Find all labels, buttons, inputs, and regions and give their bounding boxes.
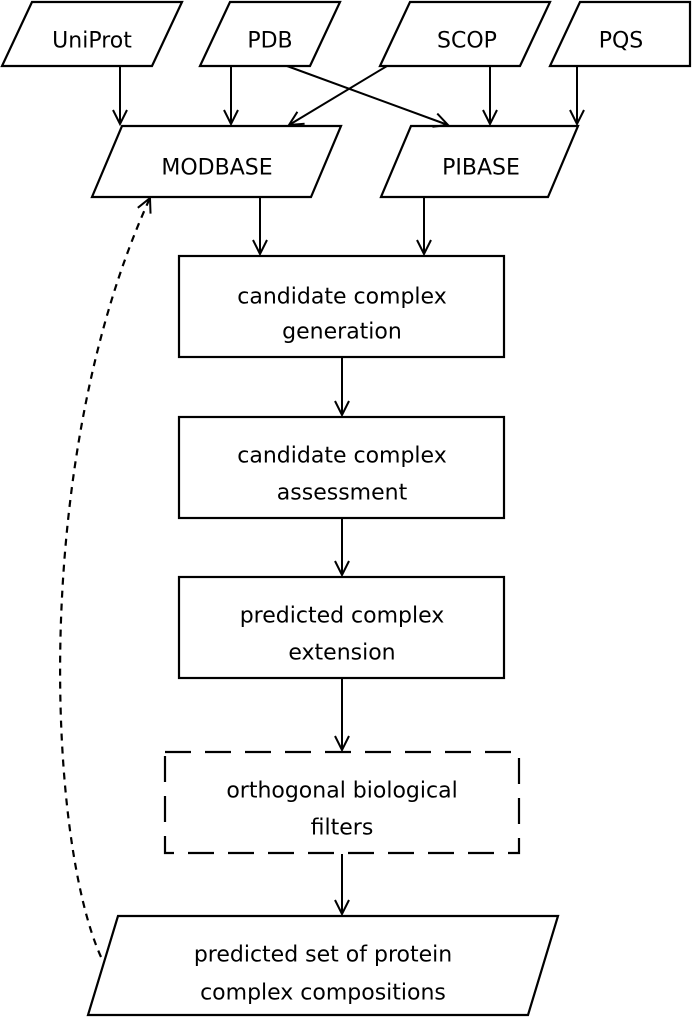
output-line-1: predicted set of protein [194, 943, 452, 968]
step-generation-line-1: candidate complex [237, 285, 446, 310]
database-modbase: MODBASE [90, 124, 343, 199]
source-pqs-label: PQS [599, 29, 644, 54]
step-candidate-complex-assessment: candidate complex assessment [177, 415, 506, 520]
step-assessment-line-2: assessment [277, 481, 408, 506]
source-scop-label: SCOP [437, 29, 497, 54]
arrow-scop-to-modbase [289, 65, 388, 125]
source-pdb-label: PDB [247, 29, 292, 54]
database-pibase-label: PIBASE [442, 156, 520, 181]
step-candidate-complex-generation: candidate complex generation [177, 254, 506, 359]
step-assessment-line-1: candidate complex [237, 444, 446, 469]
source-pdb: PDB [198, 0, 342, 68]
source-uniprot-label: UniProt [52, 29, 132, 54]
step-generation-line-2: generation [282, 320, 402, 345]
output-line-2: complex compositions [200, 981, 446, 1006]
step-orthogonal-biological-filters: orthogonal biological filters [163, 750, 521, 855]
feedback-arrow-output-to-modbase [59, 198, 150, 958]
source-uniprot: UniProt [0, 0, 184, 68]
output-predicted-set: predicted set of protein complex composi… [86, 914, 560, 1017]
arrow-pdb-to-pibase [286, 65, 448, 125]
source-scop: SCOP [378, 0, 552, 68]
step-filters-line-2: filters [311, 816, 374, 841]
step-extension-line-2: extension [288, 641, 395, 666]
step-extension-line-1: predicted complex [240, 604, 445, 629]
step-predicted-complex-extension: predicted complex extension [177, 575, 506, 680]
database-modbase-label: MODBASE [161, 156, 272, 181]
source-pqs: PQS [548, 0, 692, 68]
step-filters-line-1: orthogonal biological [226, 779, 457, 804]
database-pibase: PIBASE [379, 124, 580, 199]
